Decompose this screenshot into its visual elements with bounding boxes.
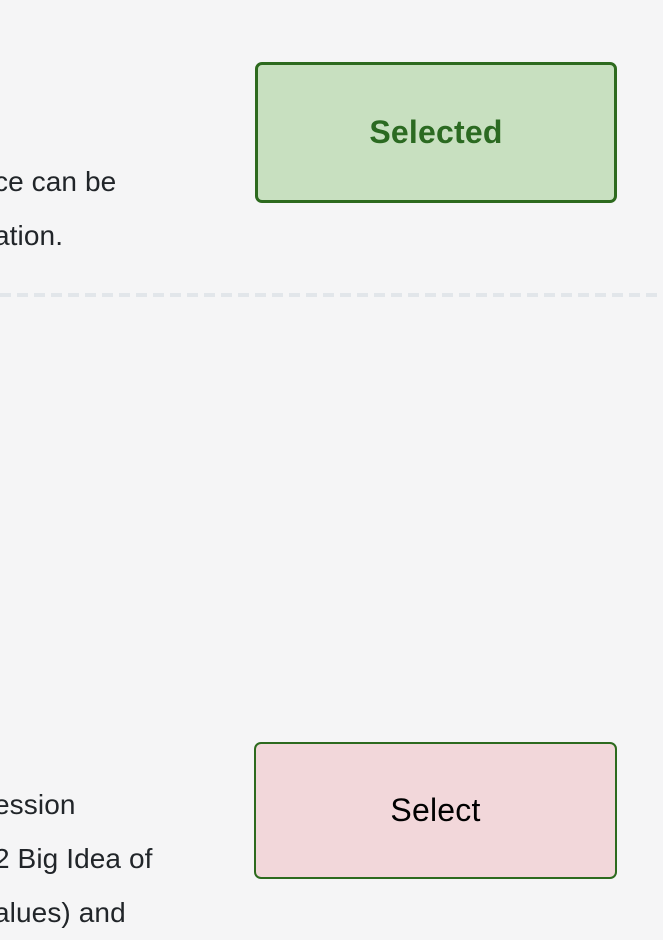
description-line: ession [0,789,76,820]
description-line: ce can be [0,166,117,197]
row-divider [0,293,663,297]
select-button[interactable]: Select [254,742,617,879]
description-line: alues) and [0,897,126,928]
description-line: ation. [0,220,64,251]
description-line: 2 Big Idea of [0,843,153,874]
row-description-top: ce can be ation. [0,155,240,263]
selection-row-unselected: ession 2 Big Idea of alues) and Select [0,299,663,928]
row-description-bottom: ession 2 Big Idea of alues) and [0,778,240,940]
selection-row-selected: ce can be ation. Selected [0,0,663,293]
selected-button[interactable]: Selected [255,62,617,203]
